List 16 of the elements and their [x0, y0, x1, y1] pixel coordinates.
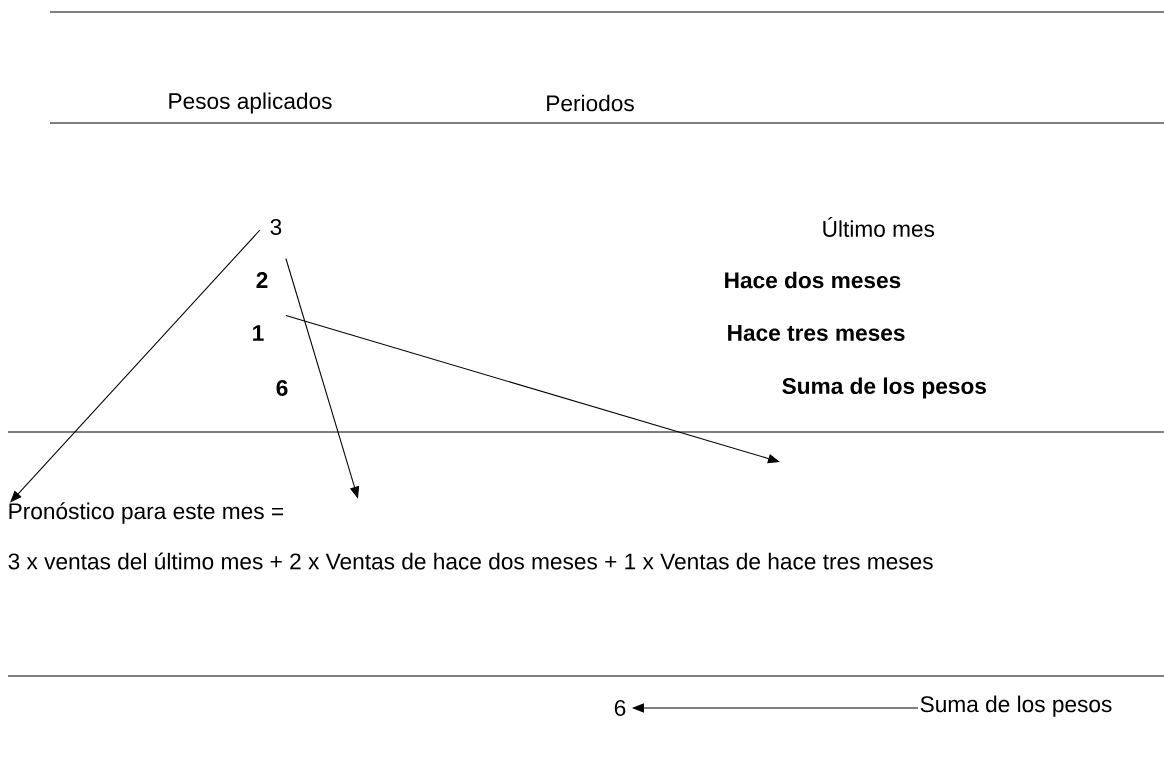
arrow — [10, 229, 261, 503]
text-label: Pronóstico para este mes = — [9, 502, 283, 524]
text-label: 1 — [253, 325, 264, 341]
text-label: 2 — [256, 272, 268, 288]
text-label: 6 — [276, 379, 288, 397]
text-label: 3 x ventas del último mes + 2 x Ventas de hace dos meses + 1 x Ventas de hace tres meses — [8, 552, 933, 570]
text-label: Suma de los pesos — [920, 695, 1112, 717]
text-label: Hace dos meses — [725, 271, 901, 289]
text-label: Hace tres meses — [728, 325, 905, 341]
text-label: Pesos aplicados — [169, 92, 332, 114]
text-label: 3 — [270, 218, 282, 236]
text-label: 6 — [614, 699, 626, 717]
arrow — [285, 315, 780, 464]
text-label: Suma de los pesos — [782, 377, 986, 399]
text-label: Periodos — [547, 94, 634, 112]
text-label: Último mes — [823, 217, 935, 237]
